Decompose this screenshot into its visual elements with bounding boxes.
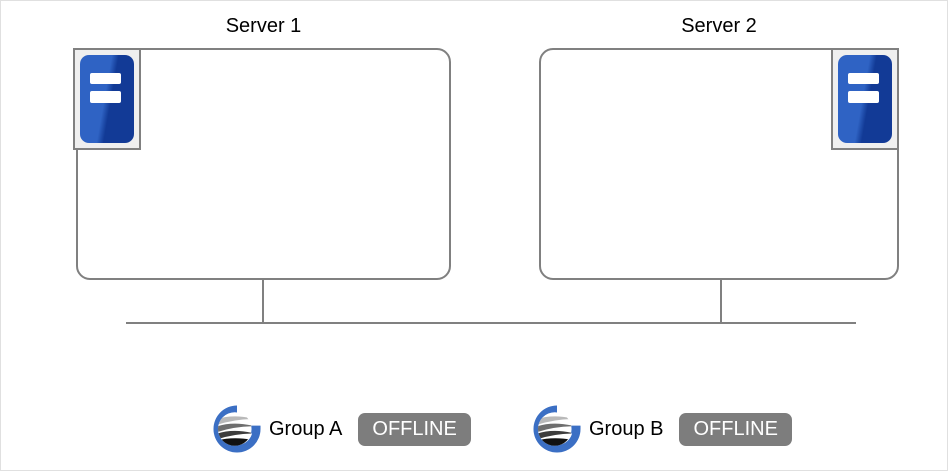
server-icon-bar-bottom: [89, 91, 122, 103]
server-icon-bar-bottom: [847, 91, 880, 103]
server-2-icon-frame[interactable]: [831, 48, 899, 150]
group-b-status-badge: OFFLINE: [679, 412, 792, 446]
server-2-title: Server 2: [681, 15, 757, 37]
group-a-status-badge: OFFLINE: [358, 412, 471, 446]
group-b-label: Group B: [589, 417, 664, 440]
server-icon: [80, 55, 134, 143]
server-icon-bar-top: [847, 72, 880, 85]
server-icon-bar-top: [89, 72, 122, 85]
server-icon: [838, 55, 892, 143]
server-1-title: Server 1: [225, 15, 302, 37]
gluster-g-logo-icon: [533, 405, 581, 453]
network-bus-line: [126, 322, 856, 324]
server-2-connector-line: [720, 280, 722, 324]
group-b-row: Group B OFFLINE: [529, 401, 792, 457]
gluster-g-logo-icon: [213, 405, 261, 453]
group-a-label: Group A: [269, 417, 343, 440]
group-a-row: Group A OFFLINE: [209, 401, 471, 457]
server-1-connector-line: [262, 280, 264, 324]
server-1-icon-frame[interactable]: [73, 48, 141, 150]
